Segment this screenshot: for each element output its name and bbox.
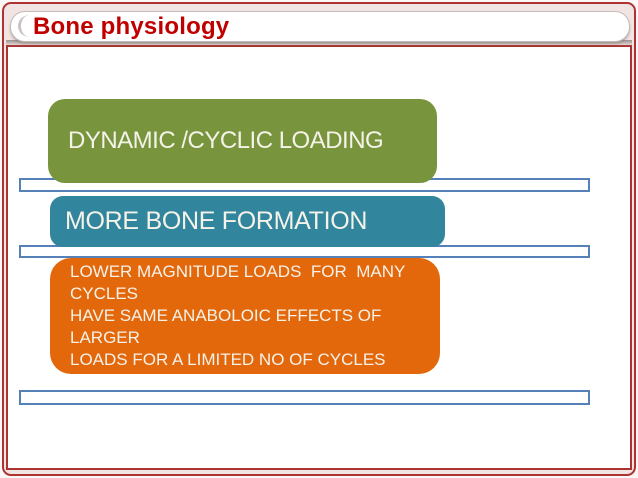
list-item-label: LOWER MAGNITUDE LOADS FOR MANY CYCLES HA… <box>70 262 406 369</box>
list-item-more-bone-formation: MORE BONE FORMATION <box>50 196 445 247</box>
connector-bar-3 <box>19 390 590 405</box>
list-item-label: DYNAMIC /CYCLIC LOADING <box>68 127 384 154</box>
title-shadow-band <box>6 40 632 46</box>
slide-title: Bone physiology <box>33 12 230 40</box>
list-item-dynamic-cyclic-loading: DYNAMIC /CYCLIC LOADING <box>48 99 437 183</box>
pill-end-cap <box>18 15 41 37</box>
list-item-lower-magnitude-loads: LOWER MAGNITUDE LOADS FOR MANY CYCLES HA… <box>50 258 440 374</box>
list-item-label: MORE BONE FORMATION <box>65 207 368 235</box>
title-bar: Bone physiology <box>10 11 630 42</box>
